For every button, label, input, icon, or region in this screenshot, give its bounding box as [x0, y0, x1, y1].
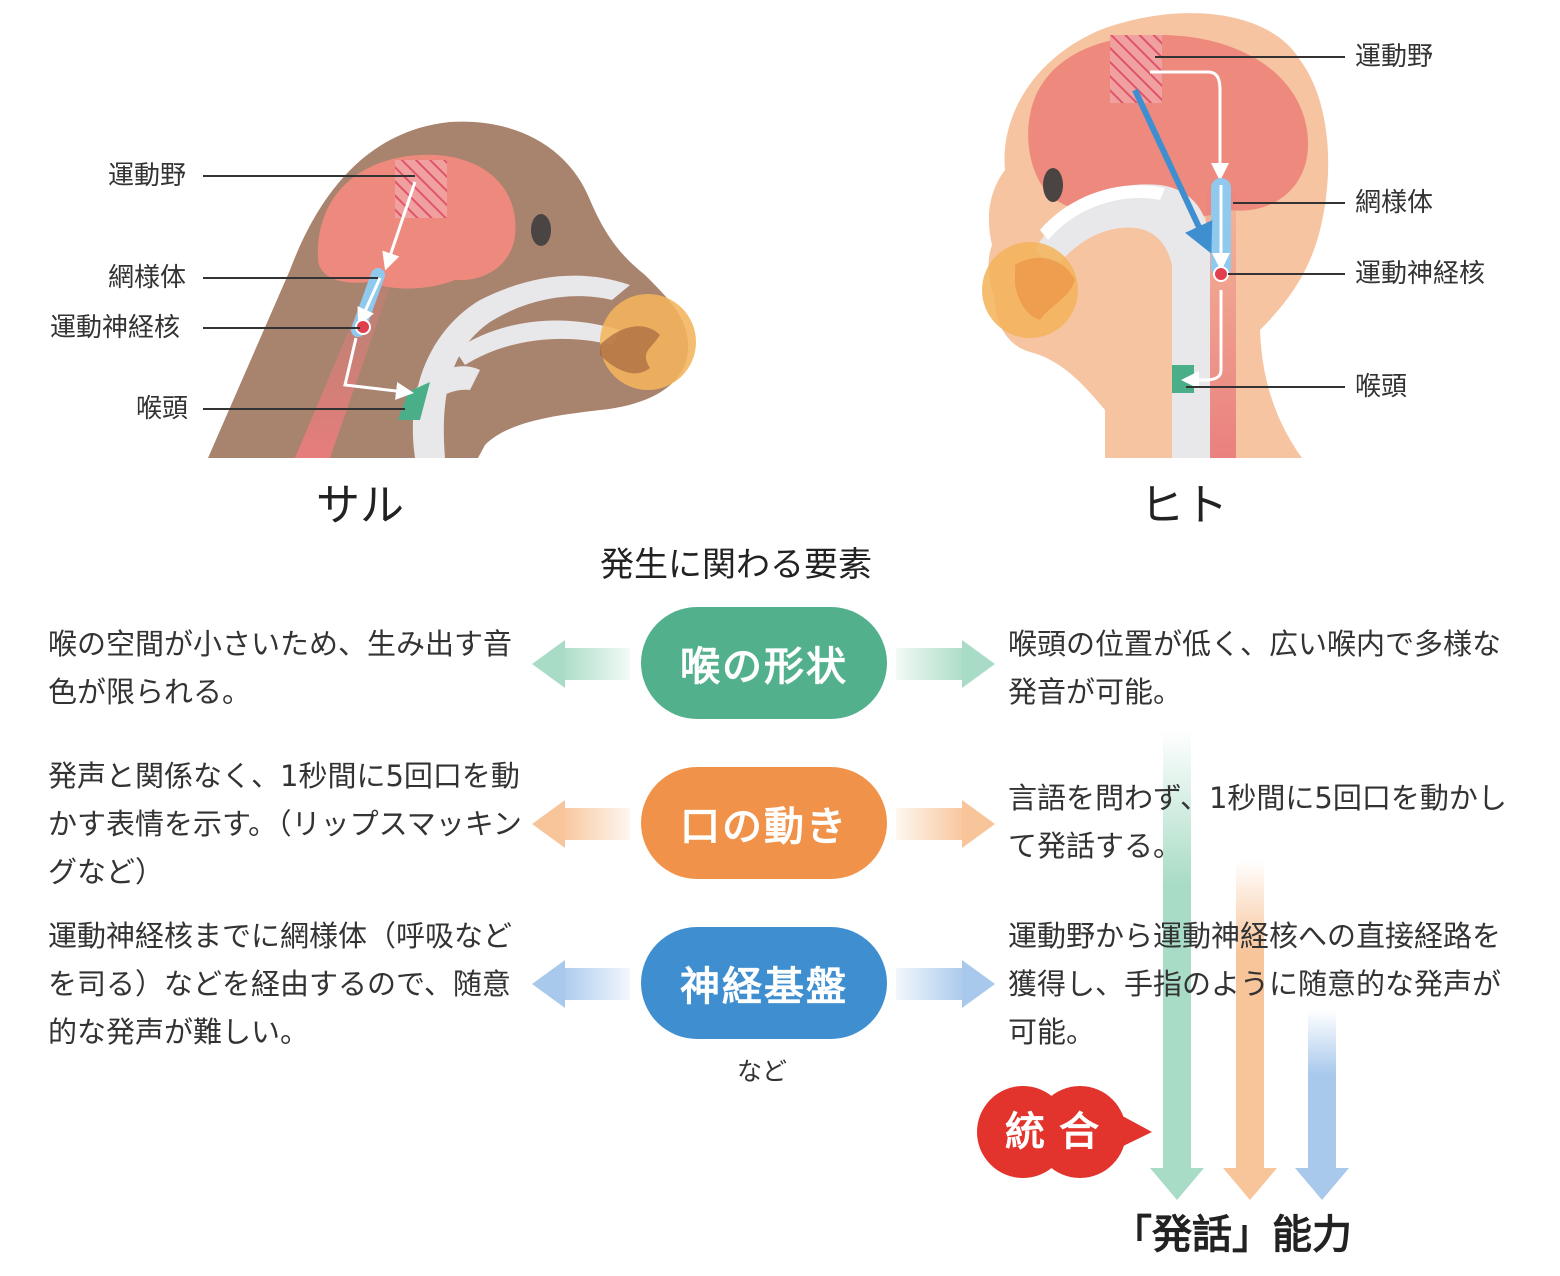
- factors-title: 発生に関わる要素: [600, 545, 872, 585]
- monkey-label-reticular: 網様体: [108, 263, 187, 293]
- integration-arrows: [1150, 730, 1349, 1200]
- monkey-eye: [531, 214, 551, 246]
- monkey-label-motor-cortex: 運動野: [108, 161, 187, 191]
- monkey-motor-cortex-hatch: [395, 160, 447, 218]
- human-head-illustration: [982, 13, 1345, 458]
- monkey-desc-throat: 喉の空間が小さいため、生み出す音色が限られる。: [48, 627, 513, 709]
- monkey-species-name: サル: [316, 480, 404, 531]
- integration-badge-shape: [977, 1086, 1152, 1178]
- monkey-larynx-marker: [398, 382, 430, 420]
- human-label-motor-cortex: 運動野: [1355, 42, 1434, 72]
- human-desc-mouth: 言語を問わず、1秒間に5回口を動かして発話する。: [1008, 781, 1507, 863]
- human-desc-neural: 運動野から運動神経核への直接経路を獲得し、手指のように随意的な発声が可能。: [1008, 919, 1502, 1049]
- monkey-desc-mouth: 発声と関係なく、1秒間に5回口を動かす表情を示す。（リップスマッキングなど）: [48, 759, 522, 889]
- integration-badge-label: 統 合: [1005, 1109, 1099, 1155]
- factor-pill-neural-basis: 神経基盤: [641, 927, 887, 1039]
- factor-pill-throat-shape: 喉の形状: [641, 607, 887, 719]
- human-eye: [1043, 168, 1063, 202]
- monkey-label-larynx: 喉頭: [136, 394, 189, 424]
- monkey-head-illustration: [203, 121, 696, 458]
- factor-arrows: [532, 640, 995, 1008]
- etc-note: など: [737, 1057, 788, 1086]
- human-label-larynx: 喉頭: [1355, 372, 1408, 402]
- factor-pill-mouth-movement: 口の動き: [641, 767, 887, 879]
- result-speech-ability: 「発話」能力: [1112, 1212, 1352, 1258]
- human-desc-throat: 喉頭の位置が低く、広い喉内で多様な発音が可能。: [1008, 627, 1502, 709]
- human-species-name: ヒト: [1140, 480, 1228, 531]
- human-label-motor-nucleus: 運動神経核: [1355, 259, 1486, 289]
- monkey-desc-neural: 運動神経核までに網様体（呼吸などを司る）などを経由するので、随意的な発声が難しい…: [48, 919, 513, 1049]
- human-label-reticular: 網様体: [1355, 188, 1434, 218]
- monkey-label-motor-nucleus: 運動神経核: [50, 313, 181, 343]
